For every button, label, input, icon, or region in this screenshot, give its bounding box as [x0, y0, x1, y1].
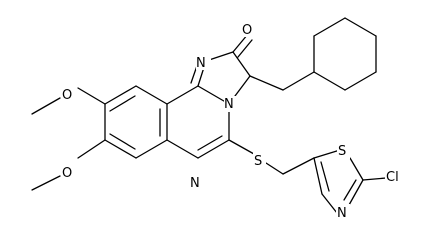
atom-s-thioether: S [254, 154, 262, 169]
cyclohexylmethyl-group [249, 17, 377, 91]
benzene-ring [104, 85, 168, 159]
atom-n-thiazole: N [337, 206, 347, 221]
bond [109, 133, 136, 150]
bond [348, 179, 364, 206]
bond [166, 85, 199, 105]
bond [343, 179, 357, 201]
bond [344, 17, 377, 37]
bond [109, 95, 136, 112]
bond [197, 135, 223, 151]
bond [104, 85, 137, 105]
bond [166, 139, 199, 159]
bond [313, 157, 323, 195]
atom-labels: O N N N S S Cl N O O [61, 20, 403, 221]
bond [31, 97, 61, 115]
atom-s-thiazole: S [338, 144, 346, 159]
bond [313, 17, 346, 37]
bond [77, 87, 106, 105]
bond [135, 85, 168, 105]
bond [320, 161, 330, 192]
bond [77, 139, 106, 159]
bond [237, 39, 253, 58]
bond [282, 71, 315, 91]
bond [31, 175, 61, 191]
bond [349, 157, 364, 181]
atom-n-imidazole: N [196, 56, 206, 71]
bond [197, 139, 230, 159]
bond [249, 75, 284, 91]
bond [135, 139, 168, 159]
bond [228, 139, 255, 155]
bond [282, 157, 315, 175]
atom-n-bridge: N [224, 97, 234, 112]
bond [104, 139, 137, 159]
bond [362, 177, 387, 181]
thiazolylmethyl-thio-group [228, 139, 387, 214]
bond [344, 71, 377, 91]
atom-o-carbonyl: O [242, 23, 252, 38]
bond [232, 51, 251, 77]
bond [265, 162, 284, 175]
atom-o-methoxy-upper: O [62, 88, 72, 103]
methoxy-groups [31, 87, 106, 191]
bond [197, 85, 230, 105]
atom-cl: Cl [386, 170, 399, 185]
bond [313, 149, 341, 159]
bond [321, 193, 338, 214]
atom-n-ring: N [190, 176, 200, 191]
pyrimidine-ring [166, 85, 230, 159]
atom-o-methoxy-lower: O [62, 166, 72, 181]
bond [313, 71, 346, 91]
